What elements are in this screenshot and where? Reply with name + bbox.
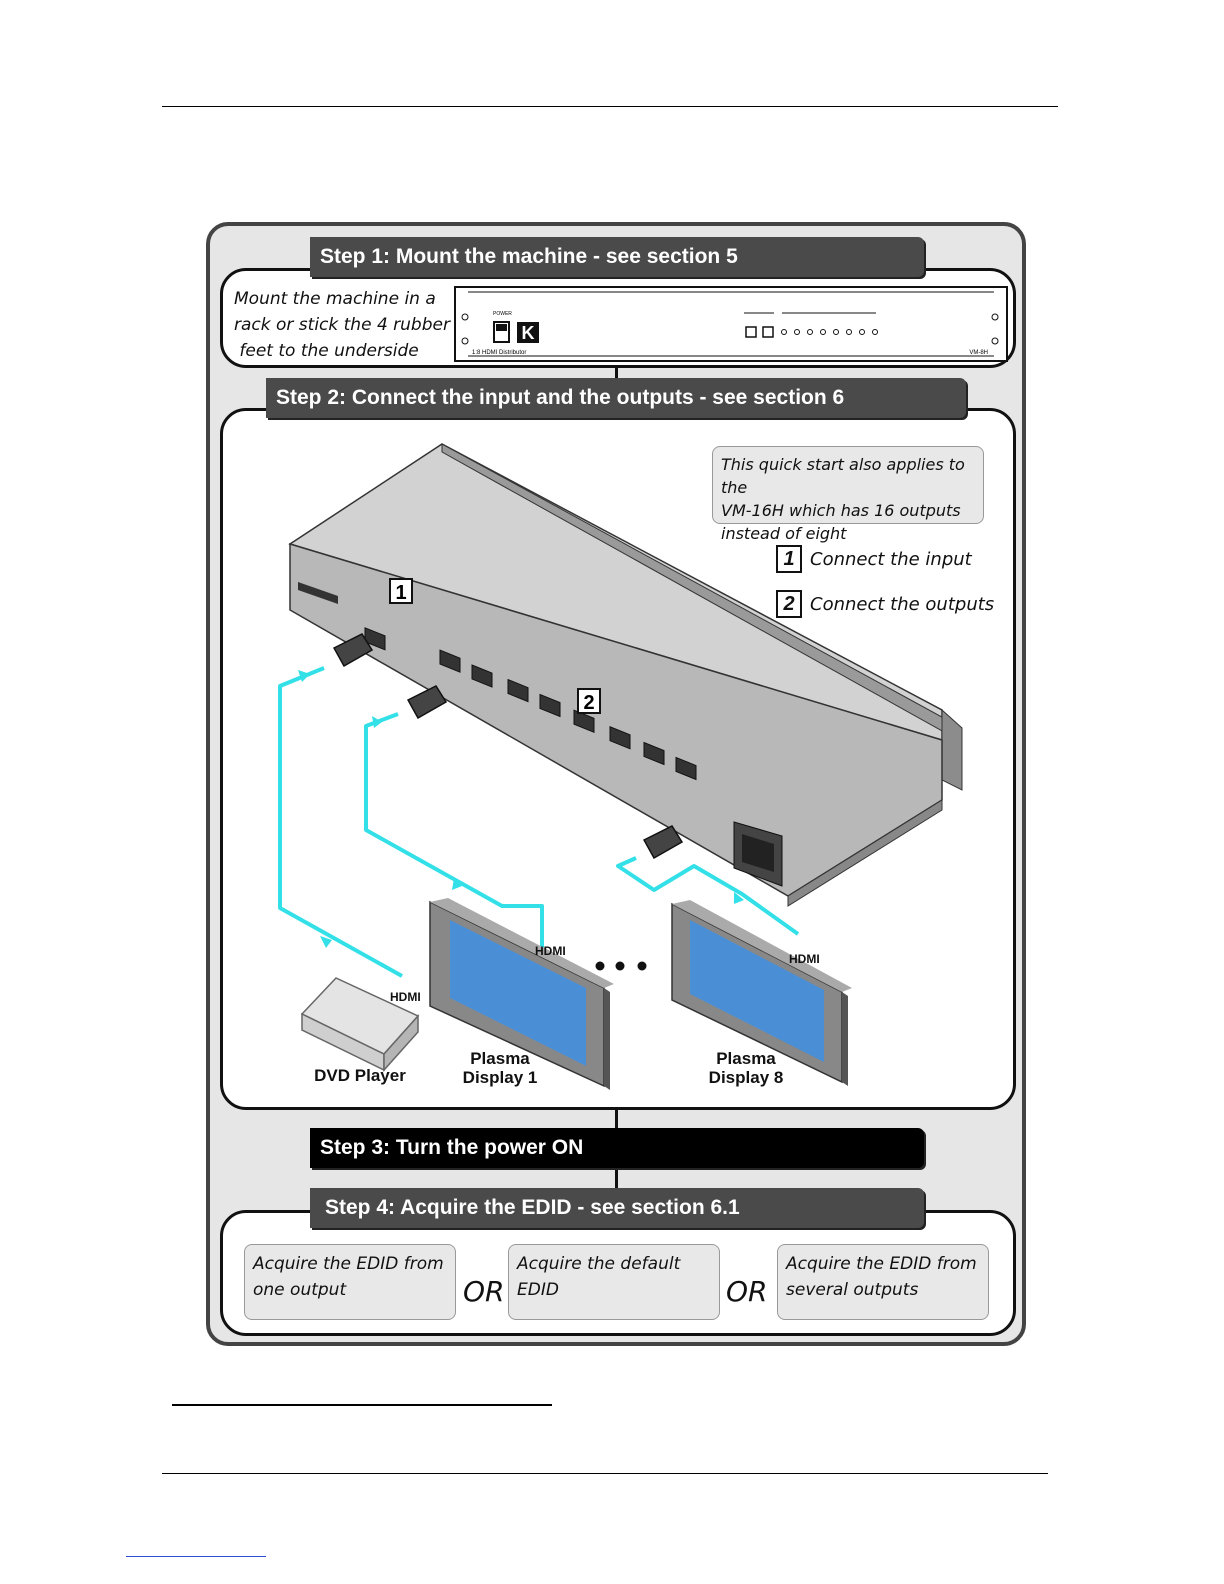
hdmi-label-display8: HDMI: [789, 952, 820, 966]
header-rule: [162, 106, 1058, 107]
legend-text: Connect the outputs: [810, 593, 995, 615]
footer-rule: [162, 1473, 1048, 1474]
option-line: Acquire the default: [517, 1254, 681, 1274]
step3-title: Step 3: Turn the power ON: [310, 1128, 924, 1168]
legend-number: 1: [776, 545, 802, 573]
step2-note: This quick start also applies to the VM-…: [712, 446, 984, 543]
dvd-player-icon: [300, 977, 420, 1072]
label-line: Plasma: [716, 1049, 776, 1068]
step2-title: Step 2: Connect the input and the output…: [266, 378, 966, 418]
label-line: Display 8: [708, 1068, 784, 1087]
or-label-1: OR: [463, 1275, 505, 1308]
device-front-panel: K POWER 1:8 HDMI Distributor VM-8H: [454, 286, 1008, 362]
edid-option-default[interactable]: Acquire the default EDID: [508, 1244, 720, 1320]
step1-text-line: Mount the machine in a: [234, 289, 436, 309]
note-line: VM-16H which has 16 outputs: [721, 501, 961, 520]
connector-1-2: [615, 366, 618, 380]
connection-diagram: 1 2: [278, 443, 963, 1090]
option-line: Acquire the EDID from: [786, 1254, 977, 1274]
dvd-player-label: DVD Player: [314, 1066, 406, 1085]
option-line: EDID: [517, 1280, 559, 1300]
note-line: This quick start also applies to the: [721, 455, 965, 497]
or-label-2: OR: [726, 1275, 768, 1308]
power-label: POWER: [493, 311, 512, 317]
label-line: Plasma: [470, 1049, 530, 1068]
option-line: one output: [253, 1280, 347, 1300]
legend-text: Connect the input: [810, 548, 972, 570]
plasma-display-8-icon: [671, 900, 852, 1086]
step1-text-line: rack or stick the 4 rubber: [234, 315, 450, 335]
footnote-rule: [172, 1404, 552, 1406]
legend-connect-input: 1 Connect the input: [776, 545, 972, 573]
option-line: Acquire the EDID from: [253, 1254, 444, 1274]
model-right-label: VM-8H: [969, 350, 988, 356]
plasma-display-1-icon: [429, 898, 614, 1090]
hdmi-label-display1: HDMI: [535, 944, 566, 958]
legend-number: 2: [776, 590, 802, 618]
model-left-label: 1:8 HDMI Distributor: [472, 350, 526, 356]
edid-option-one-output[interactable]: Acquire the EDID from one output: [244, 1244, 456, 1320]
step1-text: Mount the machine in a rack or stick the…: [234, 286, 450, 364]
edid-option-several-outputs[interactable]: Acquire the EDID from several outputs: [777, 1244, 989, 1320]
step4-title: Step 4: Acquire the EDID - see section 6…: [310, 1188, 924, 1228]
plasma-display-1-label: Plasma Display 1: [440, 1049, 560, 1087]
marker-2: 2: [583, 692, 594, 714]
footer-link-underline[interactable]: [126, 1556, 266, 1557]
legend-connect-outputs: 2 Connect the outputs: [776, 590, 994, 618]
kramer-logo: K: [522, 323, 535, 343]
step1-text-line: feet to the underside: [234, 341, 419, 361]
note-line: instead of eight: [721, 524, 847, 543]
marker-1: 1: [395, 582, 406, 604]
hdmi-label-dvd: HDMI: [390, 990, 421, 1004]
option-line: several outputs: [786, 1280, 919, 1300]
plasma-display-8-label: Plasma Display 8: [686, 1049, 806, 1087]
label-line: Display 1: [462, 1068, 538, 1087]
step1-title: Step 1: Mount the machine - see section …: [310, 237, 924, 277]
